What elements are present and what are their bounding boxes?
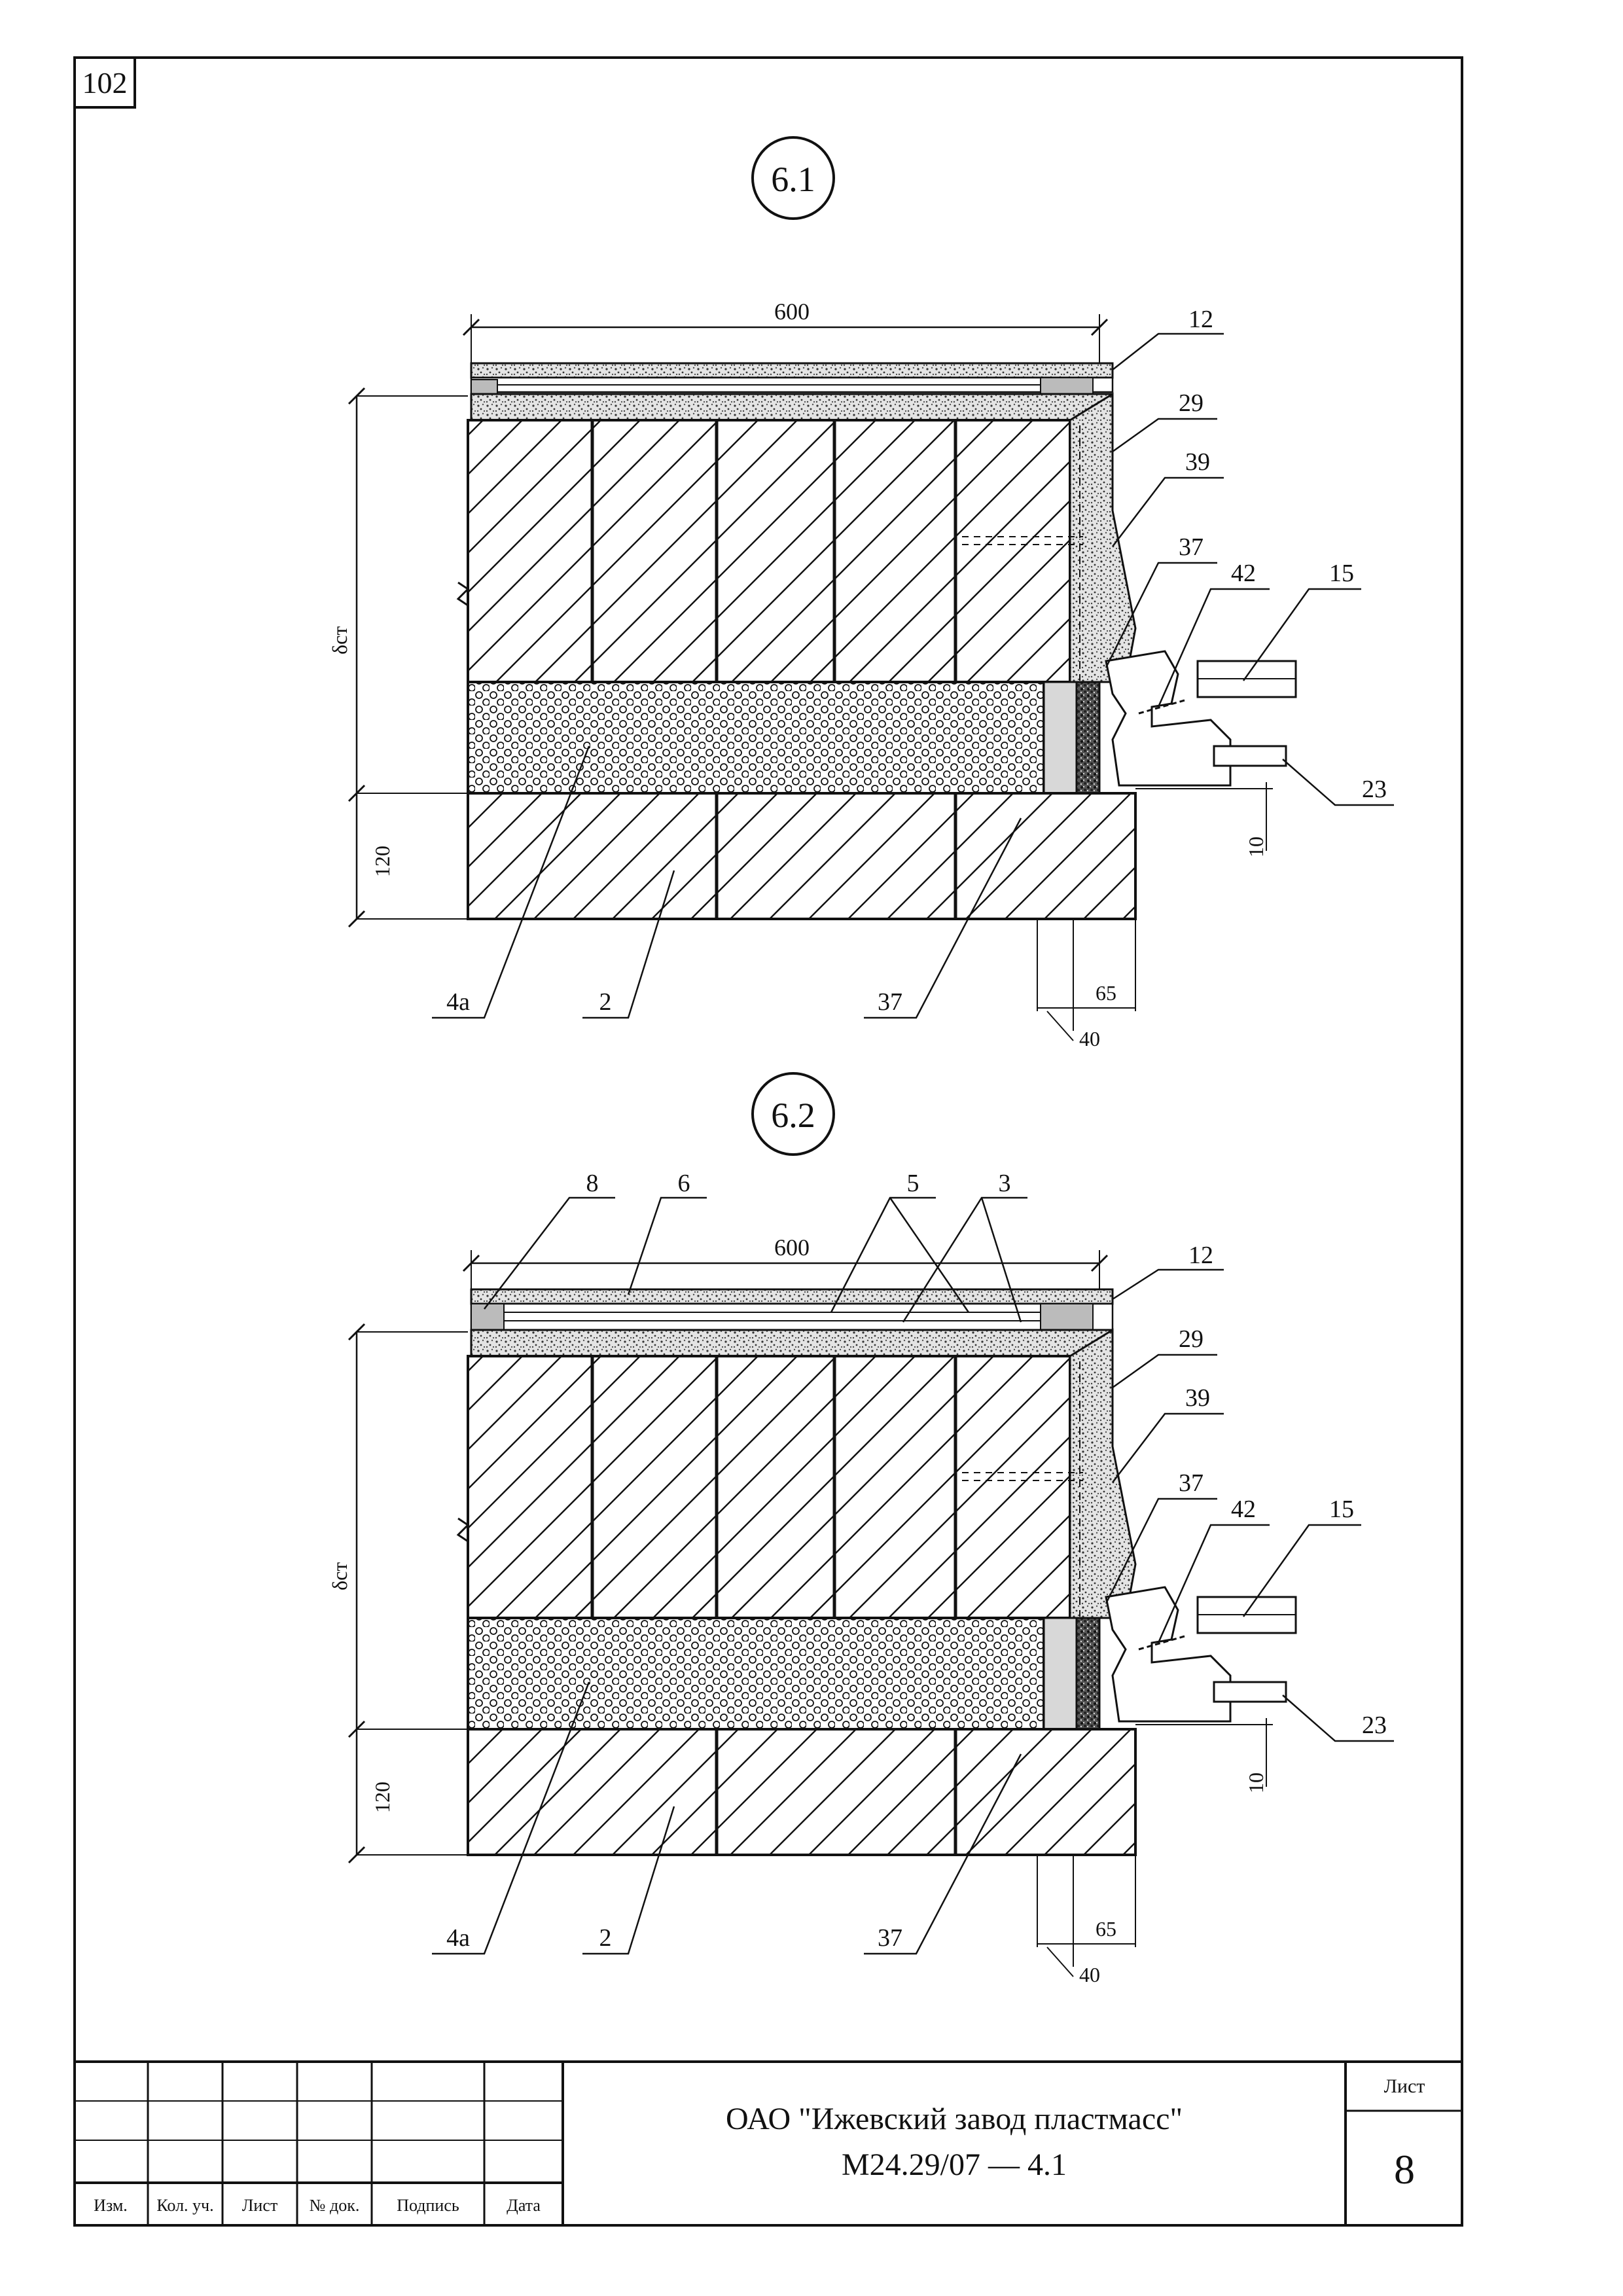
dim-10-label: 10 [1244,1772,1268,1793]
masonry-wall [467,1355,1071,1619]
callout-2: 2 [599,1924,612,1952]
callout-37-top: 37 [1179,533,1204,561]
dim-120-label: 120 [370,846,394,877]
callout-29: 29 [1179,389,1204,417]
callout-15: 15 [1329,560,1354,587]
callout-4a: 4а [446,988,470,1016]
insulation-layer [467,681,1045,795]
detail-id: 6.2 [771,1096,815,1135]
thickness-label: δст [328,626,351,655]
callout-42: 42 [1231,560,1256,587]
detail-6-2: 6.2 600 [328,1072,1394,1986]
timber-block-right [1040,1303,1094,1331]
tb-col-doc-no: № док. [309,2196,360,2215]
callouts: 12 29 39 37 42 15 23 4а 2 37 [432,306,1394,1019]
tb-col-kol-uch: Кол. уч. [156,2196,214,2215]
bottom-masonry [467,1728,1137,1856]
callout-8: 8 [586,1170,599,1197]
break-mark [456,1517,470,1543]
tb-col-date: Дата [507,2196,541,2215]
dim-600-label: 600 [774,1234,810,1261]
top-screed-layer [470,1288,1114,1305]
dim-120-label: 120 [370,1782,394,1813]
dim-40-label: 40 [1079,1963,1100,1986]
callout-37-top: 37 [1179,1469,1204,1497]
dim-65-label: 65 [1096,981,1116,1005]
callout-4a: 4а [446,1924,470,1952]
callout-29: 29 [1179,1325,1204,1353]
tb-sheet-value: 8 [1394,2146,1415,2193]
drawing-frame [73,56,1463,2227]
window-frame-profile [1105,650,1297,787]
tb-col-signature: Подпись [397,2196,459,2215]
sheet-number-box: 102 [73,56,136,109]
title-block [73,2060,1463,2227]
callout-23: 23 [1362,776,1387,803]
insulation-layer [467,1617,1045,1731]
dim-600-label: 600 [774,298,810,325]
timber-block-left [471,379,498,395]
thickness-label: δст [328,1562,351,1590]
sheet-number: 102 [82,65,128,99]
callouts: 8 6 5 3 12 29 39 37 42 15 [432,1170,1394,1955]
callout-39: 39 [1185,448,1210,476]
dim-10-label: 10 [1244,836,1268,857]
sealant-block [1075,1617,1101,1731]
callout-2: 2 [599,988,612,1016]
dim-65-label: 65 [1096,1917,1116,1941]
tb-col-izm: Изм. [94,2196,128,2215]
organization-name: ОАО "Ижевский завод пластмасс" [725,2102,1183,2136]
callout-3: 3 [999,1170,1011,1197]
callout-12: 12 [1188,1242,1213,1269]
callout-6: 6 [678,1170,690,1197]
callout-12: 12 [1188,306,1213,333]
callout-37-bottom: 37 [878,1924,902,1952]
callout-39: 39 [1185,1384,1210,1412]
callout-37-bottom: 37 [878,988,902,1016]
dim-40-label: 40 [1079,1027,1100,1050]
timber-block-right [1040,377,1094,395]
top-screed-layer [470,362,1114,379]
callout-5: 5 [907,1170,919,1197]
bottom-masonry [467,792,1137,920]
callout-15: 15 [1329,1496,1354,1523]
tb-col-list: Лист [241,2196,278,2215]
detail-marker-circle [751,1072,835,1156]
sill-plaster-layer [470,1329,1114,1357]
timber-plug [1043,681,1078,795]
timber-plug [1043,1617,1078,1731]
sill-plaster-layer [470,393,1114,422]
sealant-block [1075,681,1101,795]
callout-42: 42 [1231,1496,1256,1523]
masonry-wall [467,419,1071,683]
break-mark [456,581,470,607]
timber-block-left [471,1303,505,1331]
detail-marker-circle [751,136,835,220]
detail-id: 6.1 [771,160,815,199]
document-code: М24.29/07 — 4.1 [841,2147,1067,2182]
window-frame-profile [1105,1586,1297,1723]
detail-6-1: 6.1 600 [328,136,1394,1050]
callout-23: 23 [1362,1712,1387,1739]
tb-sheet-label: Лист [1383,2075,1425,2097]
